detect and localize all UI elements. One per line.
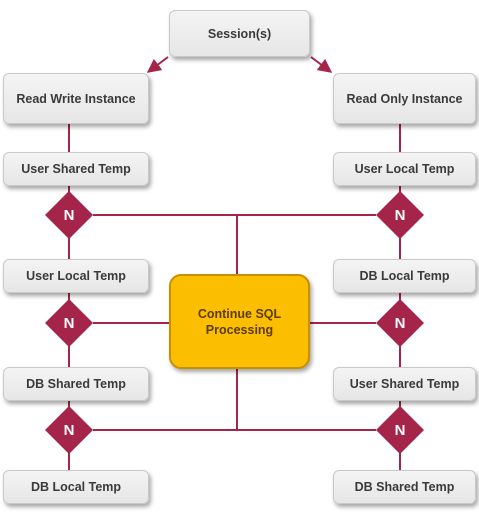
right-temp-box-3: User Shared Temp <box>333 367 476 401</box>
left-temp-box-3: DB Shared Temp <box>3 367 149 401</box>
decision-right-1: N <box>376 191 424 239</box>
decision-label: N <box>64 422 75 439</box>
right-temp-box-1: User Local Temp <box>333 152 476 186</box>
decision-right-2: N <box>376 299 424 347</box>
decision-label: N <box>395 315 406 332</box>
decision-left-1: N <box>45 191 93 239</box>
decision-right-3: N <box>376 406 424 454</box>
continue-sql-processing-box: Continue SQL Processing <box>169 274 310 369</box>
read-write-instance-box: Read Write Instance <box>3 73 149 124</box>
left-temp-box-2: User Local Temp <box>3 259 149 293</box>
decision-left-2: N <box>45 299 93 347</box>
decision-label: N <box>395 207 406 224</box>
read-only-instance-box: Read Only Instance <box>333 73 476 124</box>
left-temp-box-1: User Shared Temp <box>3 152 149 186</box>
session-box: Session(s) <box>169 10 310 57</box>
right-temp-box-2: DB Local Temp <box>333 259 476 293</box>
decision-label: N <box>395 422 406 439</box>
right-temp-box-4: DB Shared Temp <box>333 470 476 504</box>
arrow-to-left-instance <box>146 56 169 73</box>
decision-label: N <box>64 315 75 332</box>
decision-label: N <box>64 207 75 224</box>
arrow-to-right-instance <box>310 56 333 73</box>
left-temp-box-4: DB Local Temp <box>3 470 149 504</box>
decision-left-3: N <box>45 406 93 454</box>
